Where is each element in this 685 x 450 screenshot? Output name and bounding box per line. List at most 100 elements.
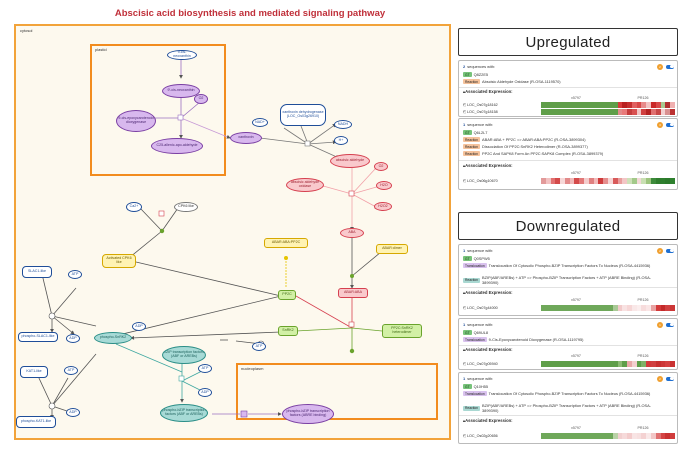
heatmap-cell[interactable] [579, 433, 585, 439]
heatmap-cell[interactable] [593, 102, 599, 108]
heatmap-cell[interactable] [631, 102, 637, 108]
heatmap-cell[interactable] [627, 178, 632, 184]
reaction-text[interactable]: Translocation Of Cytosolic Phospho-BZIP … [488, 263, 651, 268]
reaction-text[interactable]: ABAR:ABA + PP2C => ABAR:ABA:PP2C (R-OSA-… [482, 137, 586, 142]
heatmap-cell[interactable] [545, 109, 551, 115]
node-adp-a[interactable]: ADP [66, 334, 80, 343]
heatmap-cell[interactable] [588, 178, 594, 184]
row-label[interactable]: ⎗ LOC_Os07g18158 [463, 110, 498, 114]
heatmap-cell[interactable] [646, 109, 651, 115]
heatmap-cell[interactable] [569, 433, 575, 439]
heatmap-cell[interactable] [665, 102, 671, 108]
heatmap-cell[interactable] [545, 433, 551, 439]
node-adp-c[interactable]: ADP [66, 408, 80, 417]
heatmap-cell[interactable] [670, 361, 675, 367]
heatmap-cell[interactable] [569, 178, 575, 184]
node-phospho-bzip-nucleus[interactable]: phospho-bZIP transcription factors (ABRE… [282, 404, 334, 424]
heatmap-cell[interactable] [564, 102, 570, 108]
heatmap-cell[interactable] [545, 102, 551, 108]
heatmap-cell[interactable] [579, 178, 585, 184]
associated-expression-heading[interactable]: ▴Associated Expression: [463, 347, 513, 352]
heatmap-cell[interactable] [560, 109, 565, 115]
heatmap-cell[interactable] [545, 361, 551, 367]
node-abar-aba[interactable]: ABAR:ABA [338, 288, 368, 298]
associated-expression-heading[interactable]: ▴Associated Expression: [463, 418, 513, 423]
heatmap-cell[interactable] [641, 361, 647, 367]
heatmap-cell[interactable] [555, 109, 561, 115]
reaction-text[interactable]: 9-Cis-Epoxycarotenoid Dioxygenase (R-OSA… [488, 337, 584, 342]
heatmap-cell[interactable] [646, 361, 651, 367]
heatmap-cell[interactable] [646, 433, 651, 439]
heatmap-cell[interactable] [650, 102, 656, 108]
heatmap-cell[interactable] [660, 305, 666, 311]
gene-id[interactable]: Q0SPW5 [473, 256, 490, 261]
heatmap-cell[interactable] [598, 102, 604, 108]
heatmap-cell[interactable] [550, 109, 556, 115]
heatmap-cell[interactable] [646, 305, 651, 311]
toggle-switch[interactable] [666, 64, 674, 69]
heatmap-cell[interactable] [670, 433, 675, 439]
heatmap-cell[interactable] [555, 305, 561, 311]
reaction-text[interactable]: Translocation Of Cytosolic Phospho-BZIP … [488, 391, 651, 396]
heatmap-cell[interactable] [622, 305, 628, 311]
node-xanthoxin[interactable]: xanthoxin [230, 132, 262, 144]
heatmap-cell[interactable] [555, 433, 561, 439]
gene-id[interactable]: Q6L2L7 [473, 130, 488, 135]
heatmap-cell[interactable] [579, 361, 585, 367]
heatmap-cell[interactable] [660, 109, 666, 115]
node-phospho-kat1[interactable]: phospho-KAT1-like [16, 416, 56, 428]
row-label[interactable]: ⎗ LOC_Os07g18162 [463, 103, 498, 107]
heatmap-cell[interactable] [636, 109, 642, 115]
heatmap-cell[interactable] [564, 109, 570, 115]
node-pp2c[interactable]: PP2C [278, 290, 296, 300]
associated-expression-heading[interactable]: ▴Associated Expression: [463, 163, 513, 168]
heatmap-cell[interactable] [636, 102, 642, 108]
heatmap-cell[interactable] [617, 361, 623, 367]
node-adp-d[interactable]: ADP [198, 388, 212, 397]
associated-expression-heading[interactable]: ▴Associated Expression: [463, 290, 513, 295]
heatmap-cell[interactable] [617, 178, 623, 184]
heatmap-cell[interactable] [612, 305, 618, 311]
heatmap-cell[interactable] [622, 361, 628, 367]
heatmap-cell[interactable] [636, 305, 642, 311]
heatmap-cell[interactable] [641, 305, 647, 311]
heatmap-cell[interactable] [603, 109, 608, 115]
heatmap-cell[interactable] [541, 109, 546, 115]
heatmap-cell[interactable] [603, 433, 608, 439]
heatmap-cell[interactable] [550, 361, 556, 367]
heatmap-cell[interactable] [584, 178, 589, 184]
heatmap-cell[interactable] [569, 361, 575, 367]
heatmap-cell[interactable] [631, 178, 637, 184]
heatmap-cell[interactable] [622, 178, 628, 184]
heatmap-cell[interactable] [584, 433, 589, 439]
heatmap-cell[interactable] [541, 178, 546, 184]
heatmap-cell[interactable] [584, 361, 589, 367]
gene-id[interactable]: Q10H55 [473, 384, 489, 389]
heatmap-cell[interactable] [655, 433, 661, 439]
reaction-text[interactable]: Dissociation Of PP2C:SnRK2 Heterodimer (… [482, 144, 588, 149]
heatmap-cell[interactable] [650, 433, 656, 439]
row-label[interactable]: ⎗ LOC_Os07g05940 [463, 362, 498, 366]
heatmap-cell[interactable] [607, 109, 613, 115]
node-xanthoxin-dehydrogenase[interactable]: xanthoxin dehydrogenase (LOC_Os03g26910) [280, 104, 326, 126]
heatmap-cell[interactable] [603, 361, 608, 367]
gene-id[interactable]: Q69UL8 [473, 330, 489, 335]
heatmap-cell[interactable] [627, 433, 632, 439]
heatmap-cell[interactable] [560, 178, 565, 184]
heatmap-cell[interactable] [598, 305, 604, 311]
heatmap-cell[interactable] [665, 361, 671, 367]
heatmap-cell[interactable] [612, 361, 618, 367]
node-h2o[interactable]: H2O [376, 181, 392, 190]
heatmap-cell[interactable] [569, 102, 575, 108]
node-atp-d[interactable]: ATP [198, 364, 212, 373]
heatmap-cell[interactable] [660, 361, 666, 367]
heatmap-cell[interactable] [627, 305, 632, 311]
nucleoplasm-compartment[interactable]: nucleoplasm [236, 363, 438, 420]
heatmap-cell[interactable] [631, 361, 637, 367]
heatmap-cell[interactable] [641, 102, 647, 108]
heatmap-cell[interactable] [636, 433, 642, 439]
heatmap-cell[interactable] [555, 102, 561, 108]
heatmap-cell[interactable] [636, 178, 642, 184]
toggle-switch[interactable] [666, 322, 674, 327]
reaction-text[interactable]: BZIP(ABF/AREBs) + ATP => Phospho-BZIP Tr… [482, 275, 651, 285]
